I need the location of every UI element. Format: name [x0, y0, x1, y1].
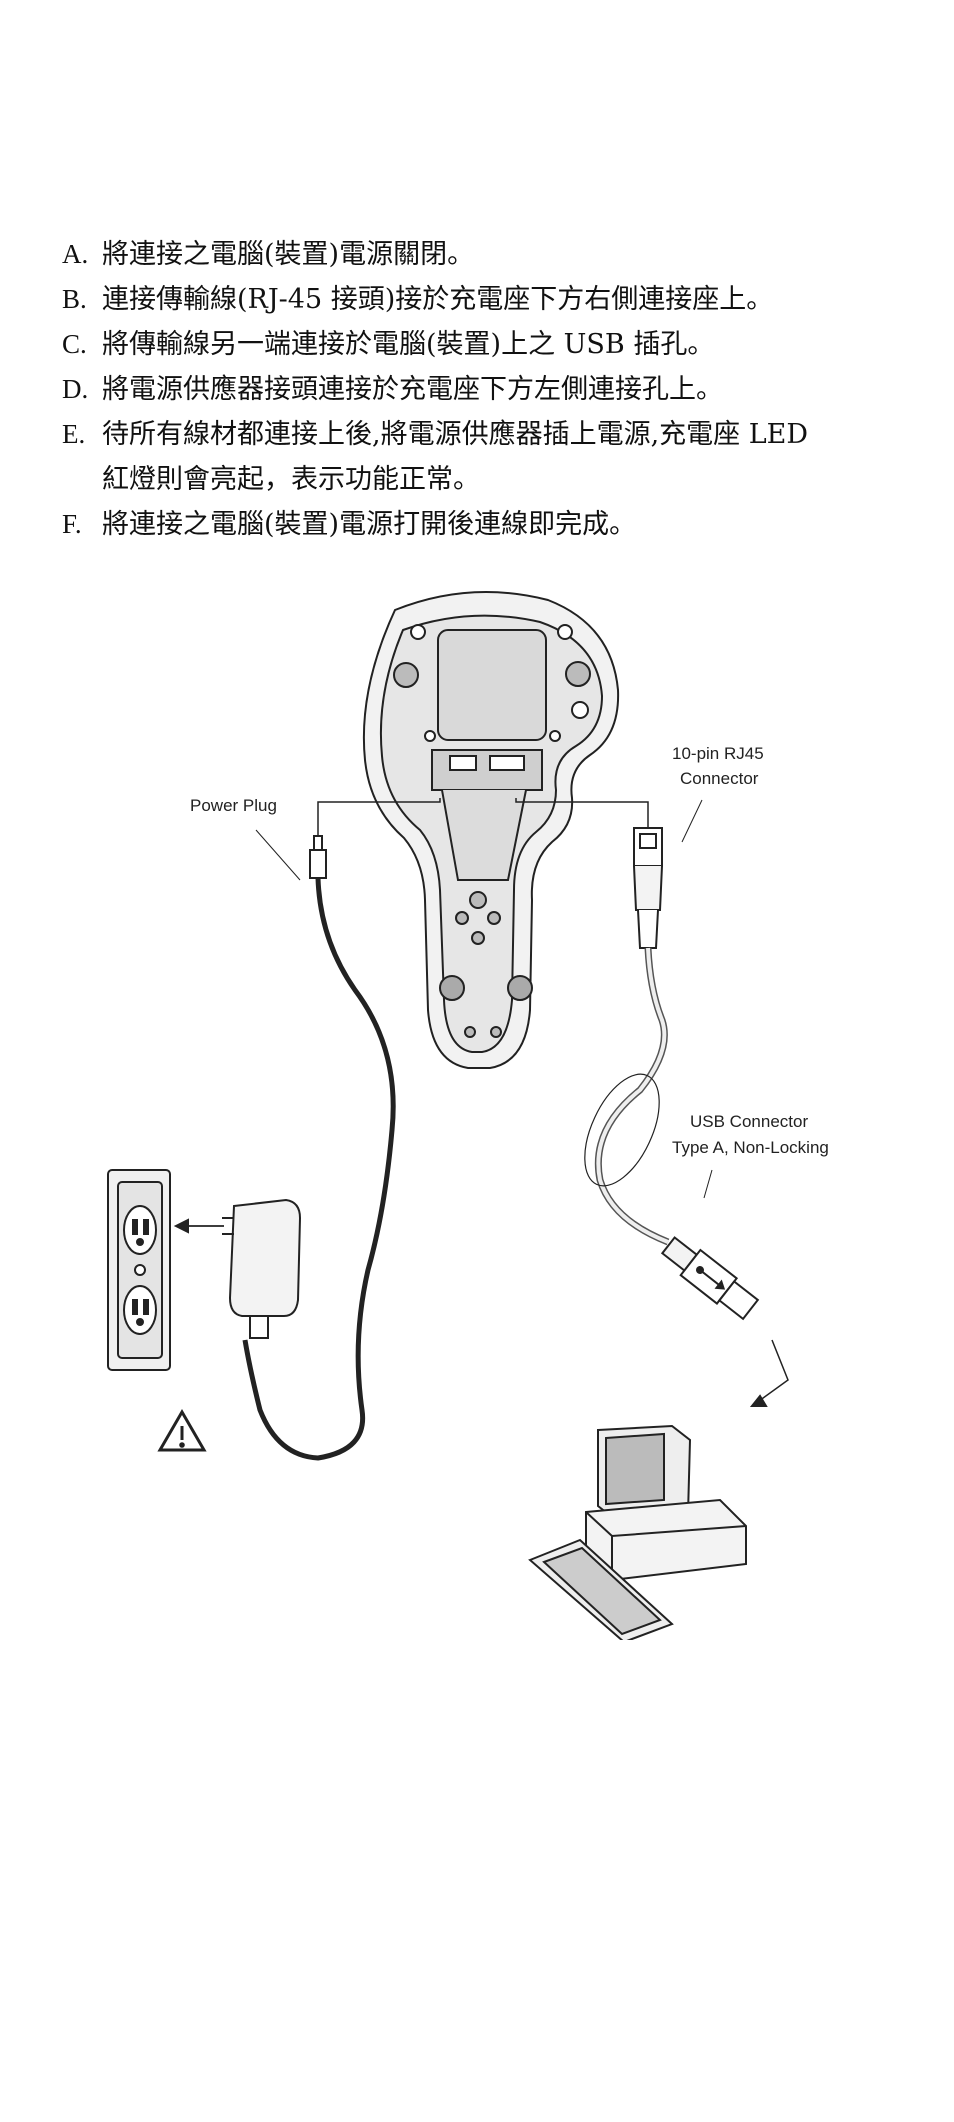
- step-letter: F.: [62, 509, 82, 539]
- usb-label-line-1: USB Connector: [690, 1112, 808, 1131]
- step-f: F. 將連接之電腦(裝置)電源打開後連線即完成。: [62, 502, 922, 547]
- step-letter: A.: [62, 239, 89, 269]
- step-letter: D.: [62, 374, 89, 404]
- wall-outlet-icon: [107, 1169, 171, 1371]
- power-plug-label: Power Plug: [190, 796, 277, 815]
- step-e: E. 待所有線材都連接上後,將電源供應器插上電源,充電座 LED 紅燈則會亮起，…: [62, 412, 922, 502]
- instruction-list: A. 將連接之電腦(裝置)電源關閉。 B. 連接傳輸線(RJ-45 接頭)接於充…: [62, 232, 922, 547]
- usb-connector-icon: [660, 1236, 760, 1321]
- step-text: 將電源供應器接頭連接於充電座下方左側連接孔上。: [102, 374, 723, 405]
- step-text: 將傳輸線另一端連接於電腦(裝置)上之 USB 插孔。: [102, 329, 715, 360]
- power-adapter-icon: [222, 1198, 302, 1339]
- step-b: B. 連接傳輸線(RJ-45 接頭)接於充電座下方右側連接座上。: [62, 277, 922, 322]
- step-letter: C.: [62, 329, 87, 359]
- power-plug-icon: [309, 835, 327, 879]
- connection-diagram: Power Plug 10-pin RJ45 Connector USB Con…: [107, 591, 829, 1640]
- cradle-icon: [362, 591, 620, 1069]
- step-a: A. 將連接之電腦(裝置)電源關閉。: [62, 232, 922, 277]
- rj45-label-line-2: Connector: [680, 769, 759, 788]
- step-letter: B.: [62, 284, 87, 314]
- computer-icon: [528, 1424, 747, 1640]
- step-letter: E.: [62, 419, 86, 449]
- rj45-connector-icon: [633, 827, 663, 949]
- step-text: 將連接之電腦(裝置)電源打開後連線即完成。: [102, 509, 637, 540]
- step-c: C. 將傳輸線另一端連接於電腦(裝置)上之 USB 插孔。: [62, 322, 922, 367]
- usb-label-line-2: Type A, Non-Locking: [672, 1138, 829, 1157]
- step-text-line-2: 紅燈則會亮起，表示功能正常。: [102, 464, 480, 495]
- step-text: 將連接之電腦(裝置)電源關閉。: [102, 239, 475, 270]
- step-d: D. 將電源供應器接頭連接於充電座下方左側連接孔上。: [62, 367, 922, 412]
- rj45-label-line-1: 10-pin RJ45: [672, 744, 764, 763]
- step-text-line-1: 待所有線材都連接上後,將電源供應器插上電源,充電座 LED: [102, 419, 809, 450]
- warning-icon: [157, 1409, 207, 1452]
- step-text: 待所有線材都連接上後,將電源供應器插上電源,充電座 LED 紅燈則會亮起，表示功…: [102, 412, 922, 502]
- step-text: 連接傳輸線(RJ-45 接頭)接於充電座下方右側連接座上。: [102, 284, 774, 315]
